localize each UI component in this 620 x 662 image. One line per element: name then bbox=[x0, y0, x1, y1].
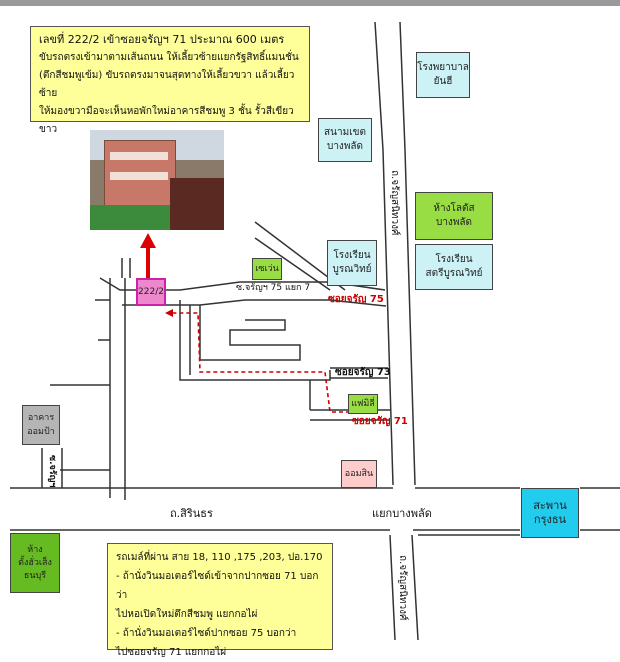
charan-road-left-edge bbox=[374, 21, 394, 486]
bridge-line-2: กรุงธน bbox=[533, 513, 567, 526]
sirindhorn-label: ถ.สิรินธร bbox=[170, 507, 213, 520]
photo-windows-2 bbox=[110, 172, 168, 180]
charan-top-label: ถ.จรัญสนิทวงศ์ bbox=[389, 170, 400, 236]
photo-gate bbox=[170, 178, 224, 230]
bottom-note-line-1: รถเมล์ที่ผ่าน สาย 18, 110 ,175 ,203, ปอ.… bbox=[116, 552, 323, 563]
landmark-building: อาคาร ออมป้า bbox=[22, 405, 60, 445]
school-right-line-1: โรงเรียน bbox=[435, 254, 473, 265]
seven-label: เซเว่น bbox=[255, 264, 279, 274]
top-directions-note: เลขที่ 222/2 เข้าซอยจรัญฯ 71 ประมาณ 600 … bbox=[30, 26, 310, 135]
inner-road-2 bbox=[199, 305, 301, 361]
landmark-family: แฟมิลี่ bbox=[348, 394, 378, 414]
soi75-7-diag-2 bbox=[254, 237, 331, 291]
family-label: แฟมิลี่ bbox=[351, 399, 375, 409]
landmark-lotus: ห้างโลตัส บางพลัด bbox=[415, 192, 493, 240]
inner-road-1 bbox=[179, 300, 331, 381]
charan-road-lower-right bbox=[411, 534, 419, 641]
bottom-note-line-4: - ถ้านั่งวินมอเตอร์ไซด์ปากซอย 75 บอกว่า bbox=[116, 628, 297, 639]
landmark-school-right: โรงเรียน สตรีบูรณวิทย์ bbox=[415, 244, 493, 290]
target-label: 222/2 bbox=[138, 287, 164, 297]
landmark-school-left: โรงเรียน บูรณวิทย์ bbox=[327, 240, 377, 286]
landmark-mall: ห้าง ตั้งฮั่วเส็ง ธนบุรี bbox=[10, 533, 60, 593]
hospital-line-1: โรงพยาบาล bbox=[417, 62, 469, 73]
landmark-bridge: สะพาน กรุงธน bbox=[521, 488, 579, 538]
mall-line-3: ธนบุรี bbox=[23, 570, 47, 581]
charan-bottom-label: ถ.จรัญสนิทวงศ์ bbox=[397, 555, 408, 621]
photo-arrow-head bbox=[140, 233, 156, 248]
top-note-line-4: ให้มองขวามือจะเห็นหอพักใหม่อาคารสีชมพู 3… bbox=[39, 106, 294, 135]
soi75-7-label: ซ.จรัญฯ 75 แยก 7 bbox=[236, 283, 311, 293]
top-border bbox=[0, 0, 620, 6]
building-line-2: ออมป้า bbox=[27, 427, 55, 437]
building-line-1: อาคาร bbox=[27, 413, 55, 423]
top-note-line-3: (ตึกสีชมพูเข้ม) ขับรถตรงมาจนสุดทางให้เลี… bbox=[39, 70, 295, 99]
school-left-line-2: บูรณวิทย์ bbox=[332, 264, 372, 275]
charan-road-right-edge bbox=[399, 21, 416, 486]
stadium-line-1: สนามเขต bbox=[324, 127, 366, 138]
hospital-line-2: ยันฮี bbox=[433, 76, 453, 87]
mall-line-1: ห้าง bbox=[27, 544, 43, 555]
junction-label: แยกบางพลัด bbox=[372, 507, 432, 520]
top-note-line-1: เลขที่ 222/2 เข้าซอยจรัญฯ 71 ประมาณ 600 … bbox=[39, 33, 285, 46]
soi71-label: ซอยจรัญ 71 bbox=[352, 416, 408, 427]
bottom-note-line-2: - ถ้านั่งวินมอเตอร์ไซด์เข้าจากปากซอย 71 … bbox=[116, 571, 319, 601]
route-path bbox=[168, 312, 350, 413]
bottom-note-line-3: ไปหอเปิดใหม่ตึกสีชมพู แยกกอไผ่ bbox=[116, 609, 258, 620]
landmark-omsin: ออมสิน bbox=[341, 460, 377, 488]
landmark-stadium: สนามเขต บางพลัด bbox=[318, 118, 372, 162]
omsin-label: ออมสิน bbox=[344, 469, 374, 479]
top-note-line-2: ขับรถตรงเข้ามาตามเส้นถนน ให้เลี้ยวซ้ายแย… bbox=[39, 52, 299, 63]
school-left-line-1: โรงเรียน bbox=[333, 250, 371, 261]
bridge-line-1: สะพาน bbox=[533, 499, 567, 512]
stadium-line-2: บางพลัด bbox=[326, 141, 364, 152]
left-vert-label: ซ.จรัญฯ bbox=[47, 455, 57, 488]
landmark-seven: เซเว่น bbox=[252, 258, 282, 280]
lotus-line-1: ห้างโลตัส bbox=[433, 203, 475, 214]
bottom-bus-note: รถเมล์ที่ผ่าน สาย 18, 110 ,175 ,203, ปอ.… bbox=[107, 543, 333, 658]
mall-line-2: ตั้งฮั่วเส็ง bbox=[18, 557, 52, 568]
charan-road-lower-left bbox=[389, 534, 396, 641]
soi75-label: ซอยจรัญ 75 bbox=[328, 294, 384, 305]
soi73-label: ซอยจรัญ 73 bbox=[335, 367, 391, 378]
route-arrowhead bbox=[165, 309, 173, 317]
soi75-bottom bbox=[122, 299, 387, 307]
lotus-line-2: บางพลัด bbox=[435, 217, 473, 228]
building-photo bbox=[90, 130, 224, 230]
school-right-line-2: สตรีบูรณวิทย์ bbox=[425, 268, 483, 279]
target-location: 222/2 bbox=[136, 278, 166, 306]
photo-windows bbox=[110, 152, 168, 160]
landmark-hospital: โรงพยาบาล ยันฮี bbox=[416, 52, 470, 98]
